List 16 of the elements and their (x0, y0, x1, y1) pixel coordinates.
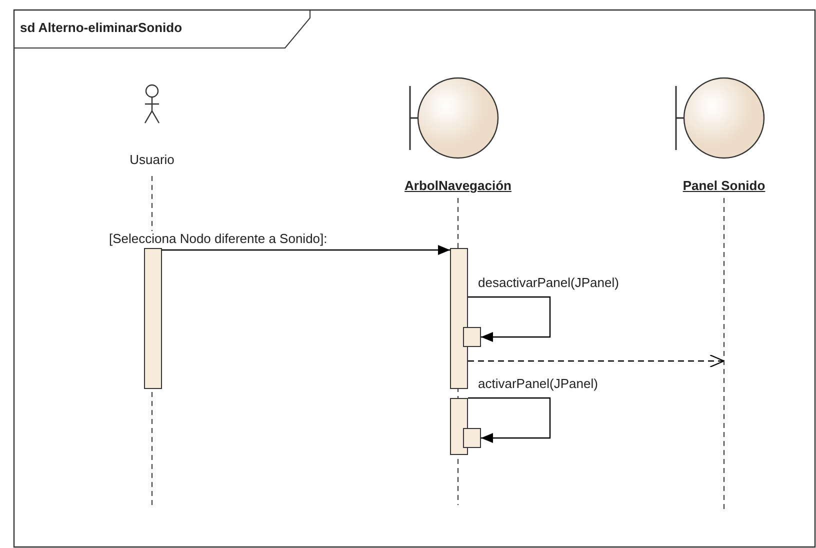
activation-bar (450, 248, 468, 389)
diagram-title: sd Alterno-eliminarSonido (20, 20, 182, 35)
message-arrow (468, 296, 551, 342)
object-name: Panel Sonido (682, 178, 766, 193)
activation-bar (463, 327, 481, 347)
message-arrow (162, 245, 450, 255)
message-label: desactivarPanel(JPanel) (478, 275, 619, 290)
message-arrow (468, 397, 551, 443)
activation-bar (144, 248, 162, 389)
message-label: [Selecciona Nodo diferente a Sonido]: (109, 231, 328, 246)
message-arrow (468, 354, 725, 368)
activation-bar (450, 398, 468, 455)
actor-name: Usuario (130, 152, 174, 167)
message-label: activarPanel(JPanel) (478, 376, 598, 391)
object-name: ArbolNavegación (404, 178, 512, 193)
activation-bar (463, 428, 481, 448)
